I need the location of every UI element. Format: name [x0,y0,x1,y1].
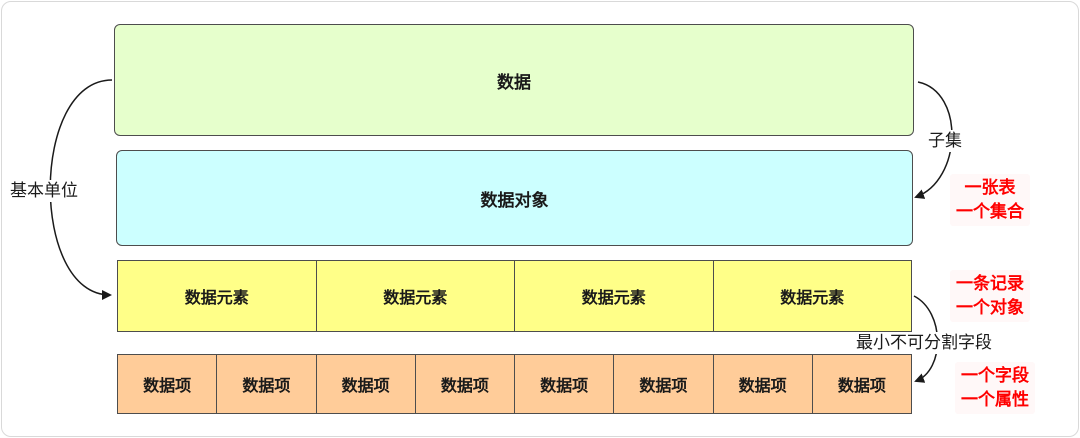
subset-label: 子集 [928,130,962,152]
data-item-cell: 数据项 [416,355,515,413]
data-item-cell: 数据项 [515,355,615,413]
data-object-box: 数据对象 [116,150,913,246]
data-element-row: 数据元素 数据元素 数据元素 数据元素 [117,260,912,332]
object-note-line-1: 一张表 [964,178,1016,198]
smallest-unit-label: 最小不可分割字段 [852,332,996,354]
data-item-cell: 数据项 [217,355,317,413]
element-note: 一条记录 一个对象 [950,270,1030,322]
data-item-row: 数据项 数据项 数据项 数据项 数据项 数据项 数据项 数据项 [117,354,912,414]
element-note-line-1: 一条记录 [956,274,1024,294]
data-box: 数据 [114,24,914,136]
data-element-cell: 数据元素 [118,261,317,331]
element-note-line-2: 一个对象 [956,298,1024,318]
basic-unit-label: 基本单位 [10,180,78,202]
data-element-cell: 数据元素 [317,261,515,331]
data-element-cell: 数据元素 [780,288,845,307]
object-note: 一张表 一个集合 [950,174,1030,226]
data-item-cell: 数据项 [317,355,416,413]
data-item-cell: 数据项 [837,376,886,395]
data-item-cell: 数据项 [714,355,813,413]
data-element-cell: 数据元素 [515,261,714,331]
data-item-cell: 数据项 [614,355,714,413]
object-note-line-2: 一个集合 [956,202,1024,222]
item-note-line-2: 一个属性 [961,390,1029,410]
item-note: 一个字段 一个属性 [955,362,1035,414]
item-note-line-1: 一个字段 [961,366,1029,386]
data-item-cell: 数据项 [118,355,218,413]
